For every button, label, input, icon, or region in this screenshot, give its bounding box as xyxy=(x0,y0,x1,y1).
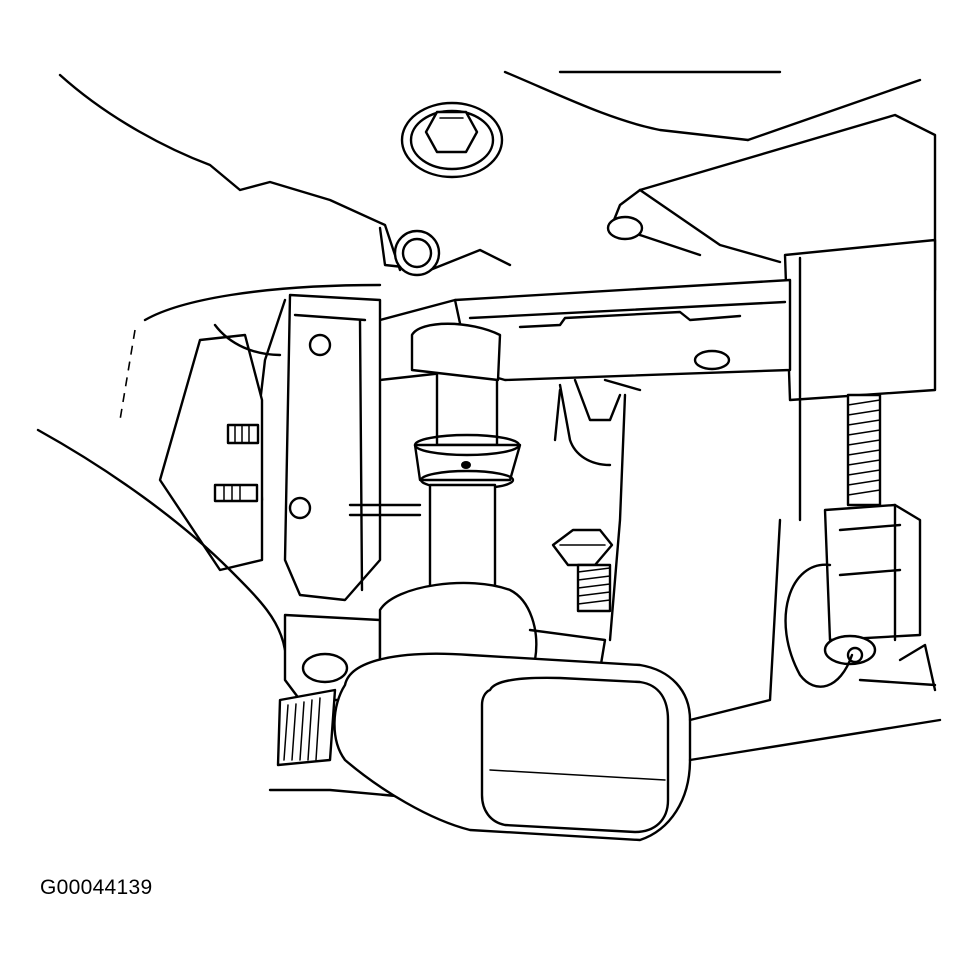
center-panel-edge xyxy=(553,388,627,642)
top-hex-bolt xyxy=(400,101,504,179)
column-support-bracket xyxy=(606,113,937,292)
hidden-line xyxy=(119,329,136,421)
steering-column-tube xyxy=(783,238,937,402)
right-lower-panel xyxy=(688,398,802,722)
figure-id-label: G00044139 xyxy=(40,876,153,899)
shift-shaft xyxy=(410,322,522,597)
left-mounting-plate xyxy=(256,293,382,602)
lever-housing xyxy=(378,581,607,672)
lower-body-outline xyxy=(36,283,382,652)
threaded-rod xyxy=(846,393,882,507)
lever-knob xyxy=(333,652,942,842)
right-connector xyxy=(784,503,937,692)
dash-panel-outline xyxy=(58,70,922,272)
left-studs xyxy=(158,323,282,572)
wiring-cable xyxy=(348,378,642,517)
loose-bolt xyxy=(551,528,614,613)
upper-left-bolt xyxy=(378,226,512,277)
